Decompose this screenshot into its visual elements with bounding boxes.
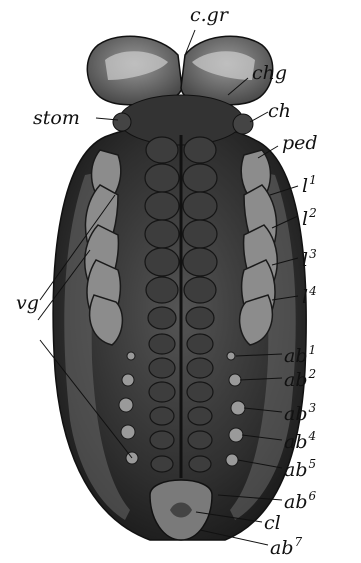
label-ab4: ab4: [284, 430, 316, 452]
ventral-segment: [149, 358, 175, 378]
ventral-segment: [148, 307, 176, 329]
label-ab1: ab1: [284, 344, 316, 366]
ventral-segment: [145, 164, 179, 192]
ventral-segment: [184, 277, 216, 303]
right-chelicera: [233, 114, 253, 134]
ventral-segment: [187, 358, 213, 378]
label-ab7: ab7: [270, 536, 302, 558]
label-ab6: ab6: [284, 490, 316, 512]
label-ped: ped: [282, 134, 318, 153]
ventral-segment: [187, 334, 213, 354]
ventral-segment: [146, 277, 178, 303]
left-chelicera: [113, 113, 131, 131]
label-stom: stom: [33, 109, 80, 128]
ventral-segment: [150, 407, 174, 425]
ventral-segment: [150, 431, 174, 449]
ventral-segment: [183, 164, 217, 192]
label-ab5: ab5: [284, 458, 316, 480]
label-l2: l2: [302, 207, 317, 229]
label-l4: l4: [302, 285, 317, 307]
ventral-segment: [149, 334, 175, 354]
label-cl: cl: [264, 514, 281, 533]
ventral-segment: [187, 382, 213, 402]
ventral-segment: [189, 456, 211, 472]
ventral-segment: [145, 192, 179, 220]
label-vg: vg: [16, 294, 39, 313]
label-ab2: ab2: [284, 368, 316, 390]
label-ch: ch: [268, 102, 291, 121]
ventral-segment: [151, 456, 173, 472]
label-c-gr: c.gr: [190, 6, 228, 25]
ventral-segment: [186, 307, 214, 329]
ventral-segment: [184, 137, 216, 163]
label-l1: l1: [302, 174, 317, 196]
label-l3: l3: [302, 248, 317, 270]
label-chg: chg: [252, 64, 287, 83]
ventral-segment: [146, 137, 178, 163]
ventral-segment: [188, 407, 212, 425]
ventral-segment: [188, 431, 212, 449]
ventral-segment: [149, 382, 175, 402]
ventral-segment: [183, 248, 217, 276]
label-ab3: ab3: [284, 402, 316, 424]
ventral-segment: [183, 192, 217, 220]
ventral-segment: [145, 220, 179, 248]
ventral-segment: [183, 220, 217, 248]
ventral-segment: [145, 248, 179, 276]
